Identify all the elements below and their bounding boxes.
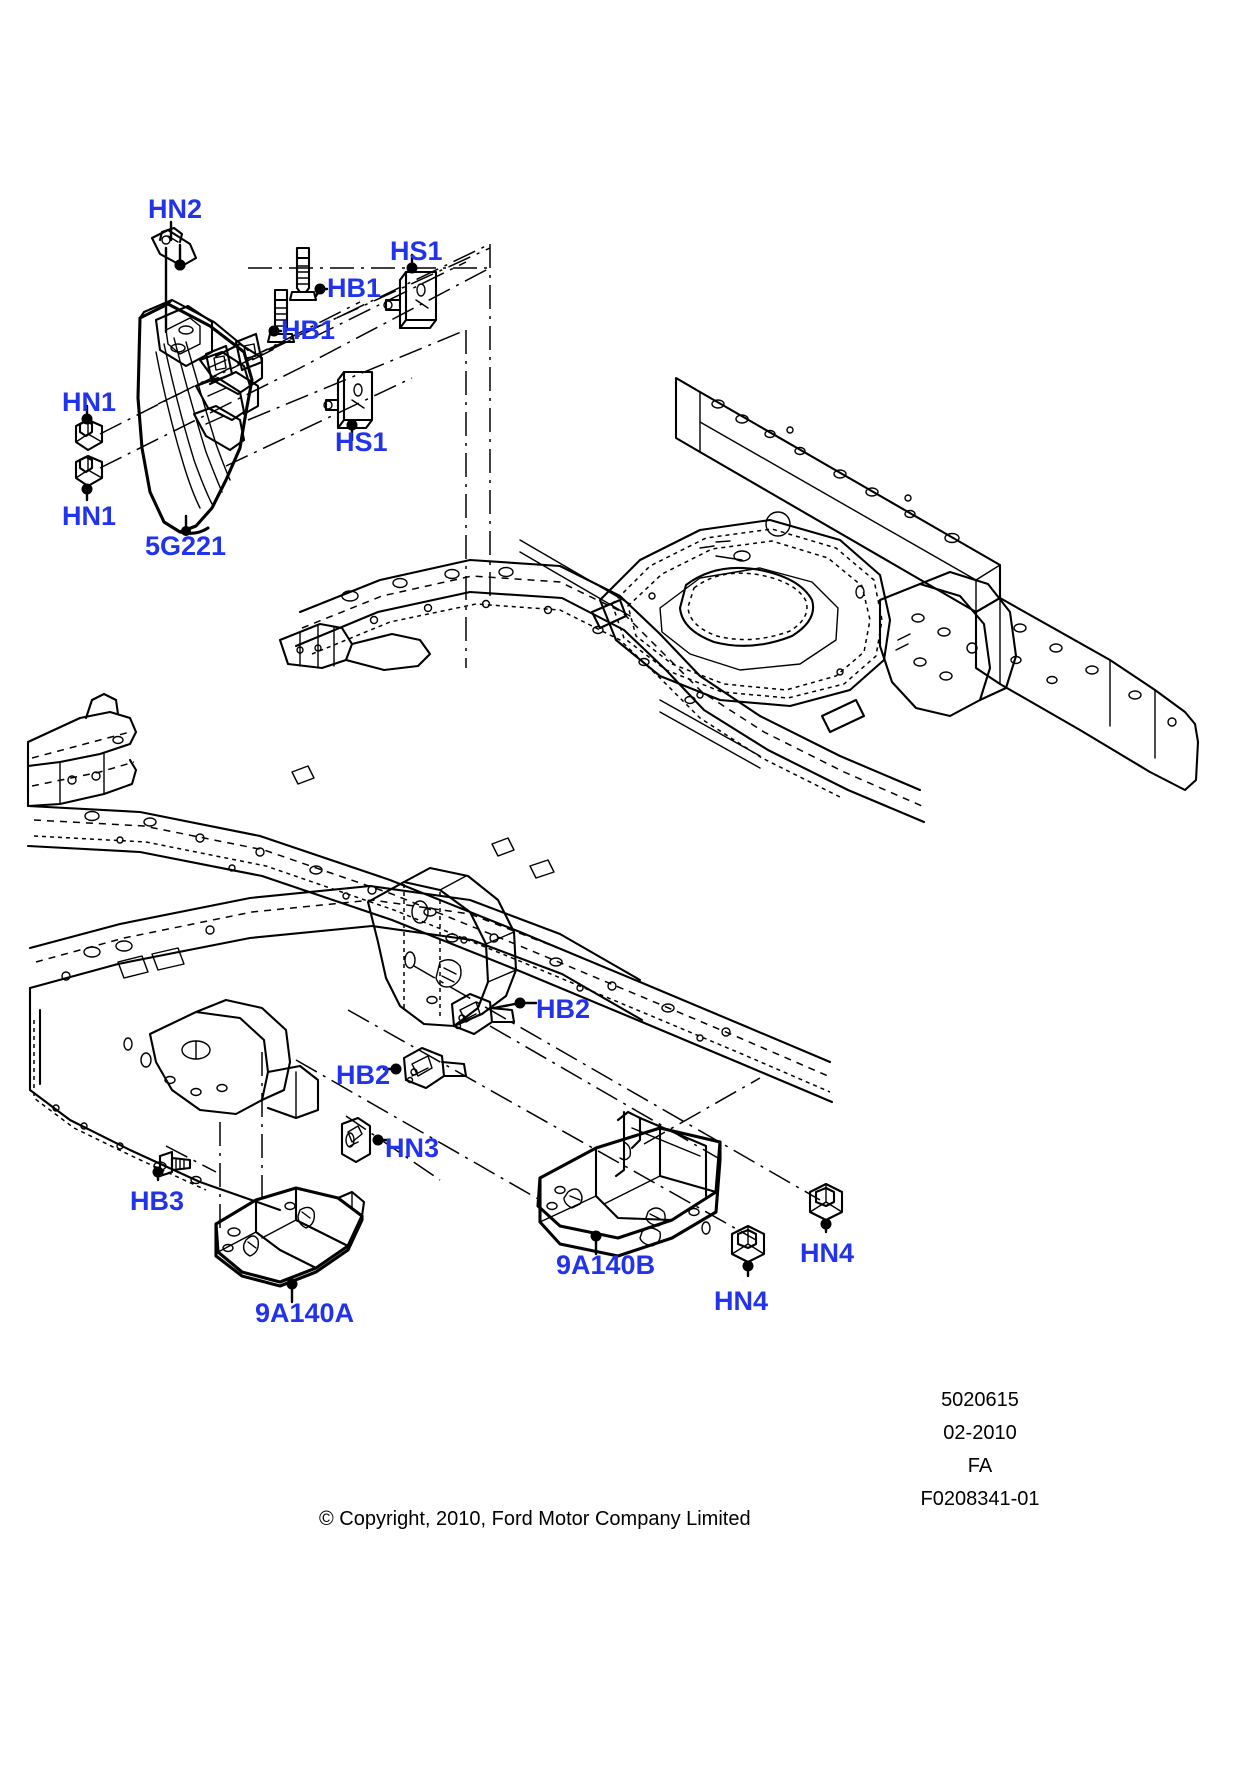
fastener-hb1-lower: [266, 288, 296, 344]
drawing-code: FA: [967, 1455, 993, 1477]
callout-hb2-low: HB2: [336, 1060, 391, 1090]
callout-hn3: HN3: [385, 1133, 440, 1163]
fastener-hn1-lower: [74, 454, 104, 502]
fastener-hs1-upper: [383, 253, 438, 330]
callout-hb3: HB3: [130, 1186, 185, 1216]
callout-hs1-top: HS1: [390, 236, 443, 266]
fastener-hn4-right: [808, 1182, 844, 1234]
callout-5g221: 5G221: [145, 531, 227, 561]
callout-hb1-top: HB1: [327, 273, 382, 303]
callout-hn1-top: HN1: [62, 387, 117, 417]
callout-hn1-low: HN1: [62, 501, 117, 531]
fastener-hn1-upper: [74, 404, 104, 452]
fastener-hb3: [152, 1150, 192, 1182]
fastener-hn3: [340, 1116, 390, 1164]
chassis-frame: [26, 376, 1200, 1212]
fastener-hb1-upper: [288, 246, 329, 302]
assembly-guidelines-upper: [99, 243, 491, 668]
fastener-hb2-lower: [382, 1046, 468, 1090]
fastener-hn4-mid: [730, 1224, 766, 1278]
callout-hb2-top: HB2: [536, 994, 591, 1024]
callout-9a140b: 9A140B: [556, 1250, 656, 1280]
figure-id: F0208341-01: [920, 1488, 1040, 1510]
splash-guard-5g221: [136, 298, 264, 536]
assembly-guidelines-lower: [165, 965, 821, 1241]
callout-hs1-low: HS1: [335, 427, 388, 457]
bracket-9a140b: [536, 1110, 722, 1258]
callout-9a140a: 9A140A: [255, 1298, 355, 1328]
drawing-number: 5020615: [941, 1389, 1019, 1411]
fastener-hb2-upper: [450, 992, 538, 1036]
drawing-date: 02-2010: [943, 1422, 1017, 1444]
callout-hn2: HN2: [148, 194, 203, 224]
bracket-9a140a: [214, 1186, 366, 1304]
copyright-notice: © Copyright, 2010, Ford Motor Company Li…: [319, 1508, 751, 1530]
fastener-hn2: [150, 220, 198, 334]
callout-hn4-mid: HN4: [714, 1286, 769, 1316]
callout-hn4-right: HN4: [800, 1238, 855, 1268]
callout-hb1-low: HB1: [281, 315, 336, 345]
